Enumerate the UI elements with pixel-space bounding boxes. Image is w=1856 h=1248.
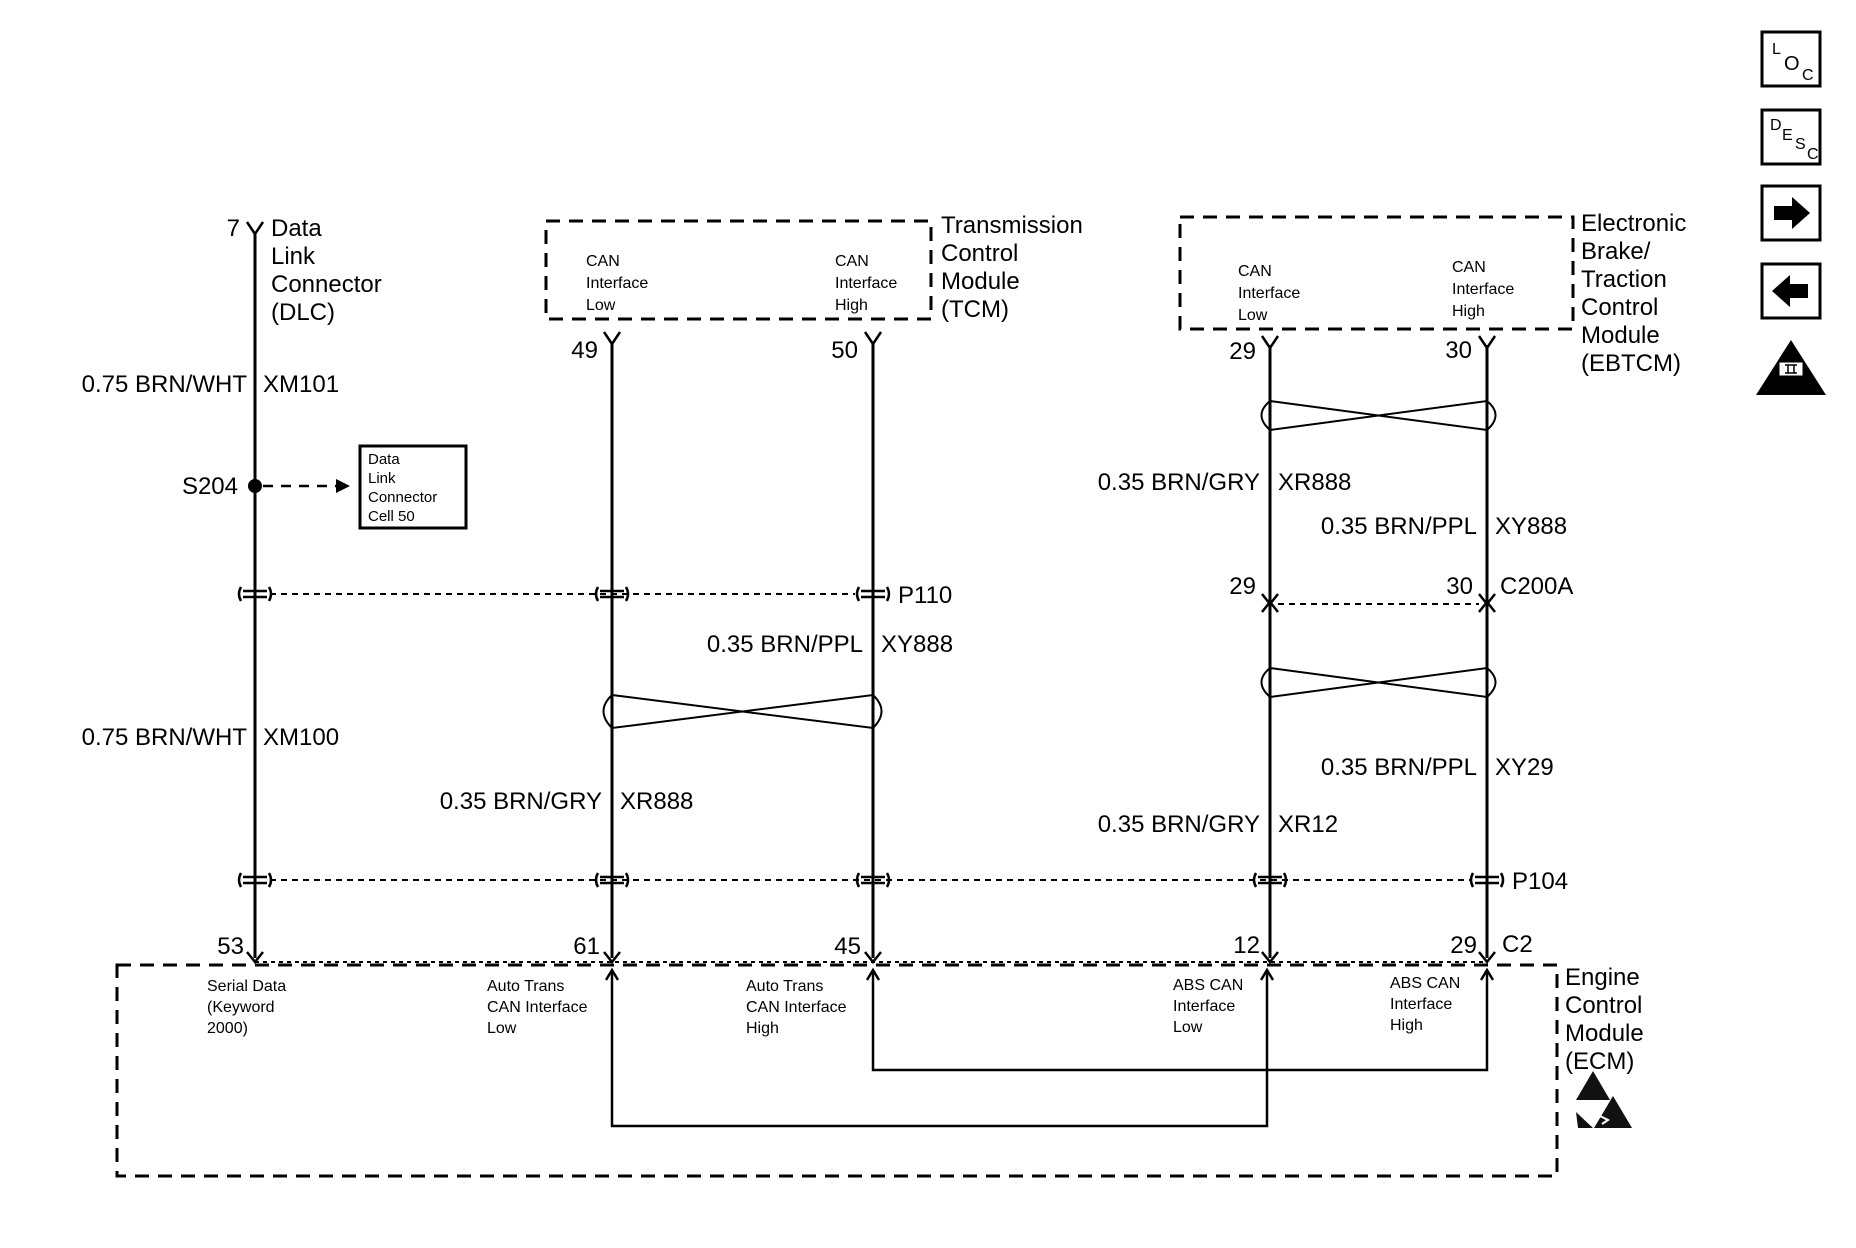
dlc-wire-upper-color: 0.75 BRN/WHT (82, 371, 248, 398)
svg-text:E: E (1782, 127, 1793, 144)
splice-s204: S204 (182, 473, 350, 500)
next-arrow-icon[interactable] (1760, 184, 1822, 242)
dlc-wire-lower-color: 0.75 BRN/WHT (82, 724, 248, 751)
connector-p104: P104 (237, 868, 1568, 895)
tcm-pin-low: 49 (571, 337, 598, 364)
ecm-connector-c2: C2 (1502, 931, 1533, 958)
ecm-pin-at-high: 45 (834, 933, 861, 960)
p110-label: P110 (898, 582, 952, 609)
c200a-pin-low: 29 (1229, 573, 1256, 600)
obd-ii-icon[interactable] (1756, 340, 1826, 395)
ebtcm-wire-low-lower-color: 0.35 BRN/GRY (1098, 811, 1260, 838)
tcm-pin-high: 50 (831, 337, 858, 364)
ecm-pin-abs-low: 12 (1233, 932, 1260, 959)
ecm-internal-wiring (604, 967, 1495, 1128)
svg-text:D: D (1770, 117, 1782, 134)
esd-warning-icon (1576, 1071, 1632, 1128)
svg-text:C: C (1807, 146, 1819, 163)
ebtcm-wire-high-upper-color: 0.35 BRN/PPL (1321, 513, 1477, 540)
ebtcm-wire-low-lower-circuit: XR12 (1278, 811, 1338, 838)
dlc-wire-lower-circuit: XM100 (263, 724, 339, 751)
splice-label: S204 (182, 473, 238, 500)
tcm-name: Transmission Control Module (TCM) (941, 212, 1089, 323)
location-icon[interactable]: L O C (1760, 30, 1822, 88)
ecm-at-can-low-label: Auto Trans CAN Interface Low (487, 978, 592, 1037)
tcm-can-wires: 0.35 BRN/PPL XY888 0.35 BRN/GRY XR888 (440, 331, 953, 965)
svg-text:L: L (1772, 41, 1781, 58)
dlc-name: Data Link Connector (DLC) (271, 215, 388, 326)
tcm-wire-high-color: 0.35 BRN/PPL (707, 631, 863, 658)
ebtcm-box (1178, 215, 1575, 331)
ebtcm-can-low-label: CAN Interface Low (1238, 263, 1305, 324)
ebtcm-module: Electronic Brake/ Traction Control Modul… (1229, 210, 1693, 377)
dlc-pin: 7 (227, 215, 240, 242)
ebtcm-wire-low-upper-color: 0.35 BRN/GRY (1098, 469, 1260, 496)
dlc-circuit: 7 Data Link Connector (DLC) 0.75 BRN/WHT… (82, 215, 388, 965)
svg-text:O: O (1784, 53, 1800, 75)
ebtcm-pin-high: 30 (1445, 337, 1472, 364)
tcm-wire-high-circuit: XY888 (881, 631, 953, 658)
ecm-serial-data-label: Serial Data (Keyword 2000) (207, 978, 291, 1037)
ecm-name: Engine Control Module (ECM) (1565, 964, 1650, 1075)
c200a-label: C200A (1500, 573, 1573, 600)
ecm-abs-can-low-label: ABS CAN Interface Low (1173, 977, 1248, 1036)
ebtcm-name: Electronic Brake/ Traction Control Modul… (1581, 210, 1693, 377)
ecm-pin-at-low: 61 (573, 933, 600, 960)
ecm-at-can-high-label: Auto Trans CAN Interface High (746, 978, 851, 1037)
tcm-can-low-label: CAN Interface Low (586, 253, 653, 314)
previous-arrow-icon[interactable] (1760, 262, 1822, 320)
dlc-reference-box[interactable]: Data Link Connector Cell 50 (358, 444, 468, 530)
ecm-box (115, 963, 1559, 1178)
tcm-box (544, 219, 933, 321)
ebtcm-can-high-label: CAN Interface High (1452, 259, 1519, 320)
ecm-abs-can-high-label: ABS CAN Interface High (1390, 975, 1465, 1034)
description-icon[interactable]: D E S C (1760, 108, 1822, 166)
tcm-can-high-label: CAN Interface High (835, 253, 902, 314)
ebtcm-wire-low-upper-circuit: XR888 (1278, 469, 1351, 496)
ebtcm-pin-low: 29 (1229, 338, 1256, 365)
ebtcm-wire-high-lower-color: 0.35 BRN/PPL (1321, 754, 1477, 781)
ecm-pin-abs-high: 29 (1450, 932, 1477, 959)
tcm-wire-low-circuit: XR888 (620, 788, 693, 815)
ebtcm-wire-high-upper-circuit: XY888 (1495, 513, 1567, 540)
ecm-pin-serial: 53 (217, 933, 244, 960)
ebtcm-can-wires: 0.35 BRN/GRY XR888 0.35 BRN/PPL XY888 0.… (1098, 335, 1567, 965)
c200a-pin-high: 30 (1446, 573, 1473, 600)
connector-p110: P110 (237, 582, 952, 609)
tcm-wire-low-color: 0.35 BRN/GRY (440, 788, 602, 815)
dlc-wire-upper-circuit: XM101 (263, 371, 339, 398)
ebtcm-wire-high-lower-circuit: XY29 (1495, 754, 1554, 781)
svg-text:C: C (1802, 67, 1814, 84)
dlc-reference-text: Data Link Connector Cell 50 (368, 451, 441, 525)
svg-text:S: S (1795, 136, 1806, 153)
p104-label: P104 (1512, 868, 1568, 895)
ecm-module: 53 61 45 12 29 C2 Engine Control Module … (207, 931, 1650, 1128)
tcm-module: Transmission Control Module (TCM) CAN In… (571, 212, 1089, 364)
connector-c200a: 29 30 C200A (1229, 573, 1573, 613)
